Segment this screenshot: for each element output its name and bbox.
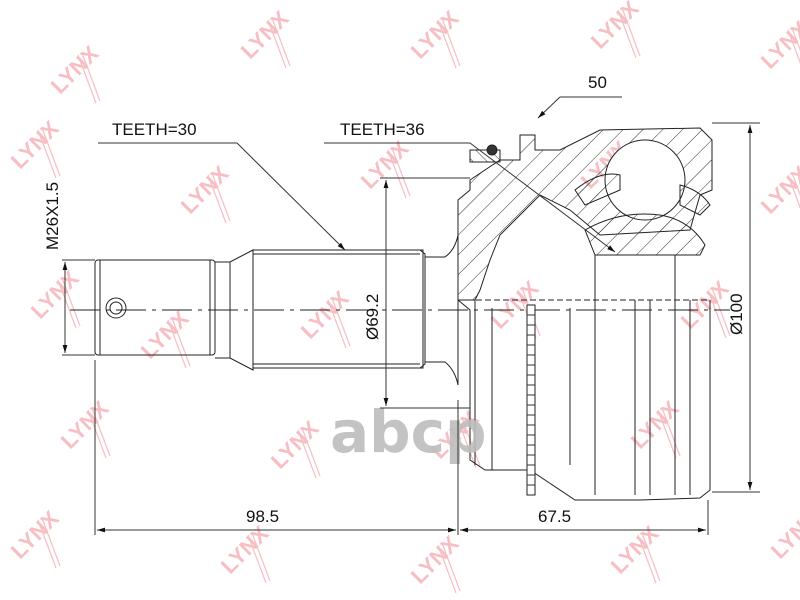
housing-diameter-label: Ø100 — [727, 293, 746, 335]
abs-ring — [526, 304, 536, 496]
leader-teeth-outer — [98, 142, 346, 251]
threaded-stub — [94, 249, 254, 371]
teeth-outer-label: TEETH=30 — [112, 120, 197, 139]
thread-label: M26X1.5 — [43, 182, 62, 250]
teeth-inner-label: TEETH=36 — [340, 120, 425, 139]
leader-abs — [537, 96, 622, 119]
length-housing-label: 67.5 — [538, 507, 571, 526]
housing-body — [457, 255, 711, 501]
splined-shaft — [252, 234, 459, 386]
outer-housing — [457, 127, 713, 301]
length-shaft-label: 98.5 — [246, 507, 279, 526]
dimension-shaft-diameter — [380, 177, 470, 409]
leader-teeth-inner — [324, 142, 616, 253]
lynx-watermark — [5, 0, 800, 594]
dimension-lengths — [94, 360, 709, 535]
abcp-logo: abcp — [330, 398, 487, 466]
dimension-thread — [62, 259, 95, 356]
abs-label: 50 — [588, 73, 607, 92]
dimension-housing-diameter — [712, 122, 760, 493]
shaft-diameter-label: Ø69.2 — [363, 294, 382, 340]
